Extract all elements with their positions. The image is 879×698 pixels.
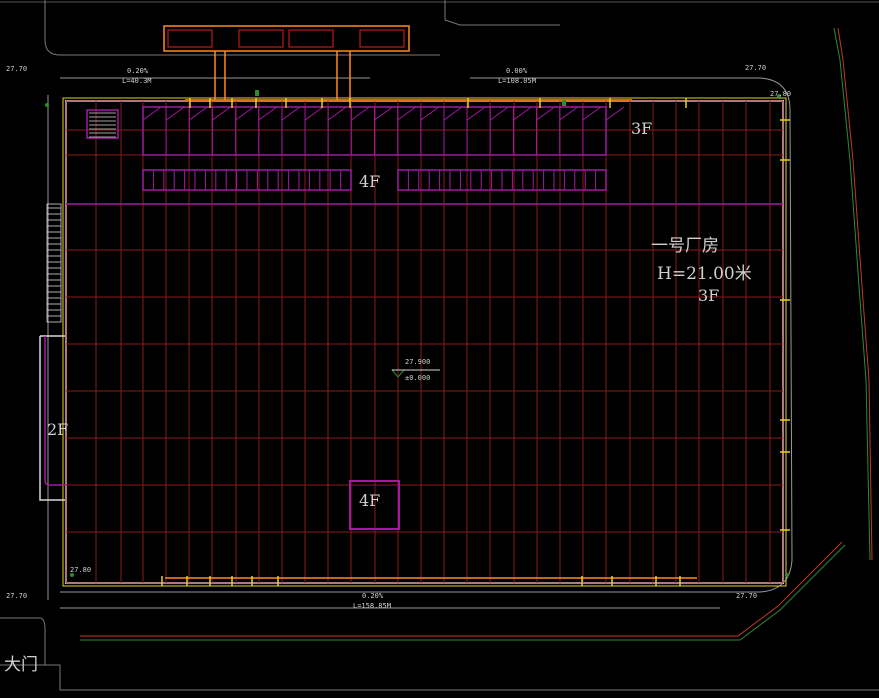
bay-divider (327, 106, 347, 155)
tank (167, 29, 213, 48)
corner-elev-tr: 27.70 (745, 64, 767, 72)
building-outline (39, 97, 787, 587)
dim-top-left-len: L=40.3M (122, 77, 152, 85)
bay-divider (559, 106, 578, 155)
bay-divider (512, 106, 532, 155)
survey-markers (45, 90, 789, 577)
gate-label: 大门 (4, 655, 38, 675)
elevation-symbol (390, 369, 440, 378)
stair-outline (46, 203, 62, 323)
bay-divider (582, 106, 602, 155)
elevation-zero: ±0.000 (405, 374, 431, 382)
bay-divider (350, 106, 370, 155)
building-height: H=21.00米 (657, 264, 752, 284)
storage-bays-top (142, 106, 625, 155)
elevation-top: 27.900 (405, 358, 431, 366)
road-lines (47, 77, 793, 609)
drainage-trench (163, 25, 697, 579)
floor-label-band: 4F (359, 172, 381, 191)
stair-left (46, 112, 116, 323)
partition-lines (44, 106, 783, 530)
corner-elev-tr2: 27.80 (770, 90, 792, 98)
dim-top-right: 0.00% (506, 67, 528, 75)
floor-label-top-right: 3F (631, 119, 653, 138)
corner-elev-br: 27.70 (736, 592, 758, 600)
bay-divider (188, 106, 208, 155)
storage-bays-band (142, 170, 607, 190)
bay-divider (258, 106, 278, 155)
corner-elev-bl2: 27.80 (70, 566, 92, 574)
equipment-tanks (167, 29, 405, 48)
bay-divider (443, 106, 463, 155)
building-floors: 3F (698, 286, 720, 305)
dim-bottom-len: L=158.85M (353, 602, 391, 610)
tank (359, 29, 405, 48)
bay-divider (211, 106, 231, 155)
dim-top-left: 0.20% (127, 67, 149, 75)
bay-divider (142, 106, 162, 155)
bay-divider (374, 106, 393, 155)
bay-divider (165, 106, 185, 155)
dim-bottom: 0.20% (362, 592, 384, 600)
perimeter-ticks (161, 98, 790, 586)
dim-top-right-len: L=108.05M (498, 77, 536, 85)
bay-divider (605, 106, 625, 155)
bay-divider (536, 106, 555, 155)
corner-elev-tl: 27.70 (6, 65, 28, 73)
bay-divider (489, 106, 509, 155)
tank (288, 29, 334, 48)
bay-divider (466, 106, 486, 155)
floor-label-core: 4F (359, 491, 381, 510)
bay-divider (397, 106, 416, 155)
column-grid (65, 100, 784, 584)
bay-divider (281, 106, 301, 155)
floor-label-left: 2F (47, 420, 69, 439)
bay-divider (420, 106, 440, 155)
tank (238, 29, 284, 48)
building-name: 一号厂房 (651, 236, 719, 256)
corner-elev-bl: 27.70 (6, 592, 28, 600)
bay-divider (235, 106, 254, 155)
bay-divider (304, 106, 324, 155)
